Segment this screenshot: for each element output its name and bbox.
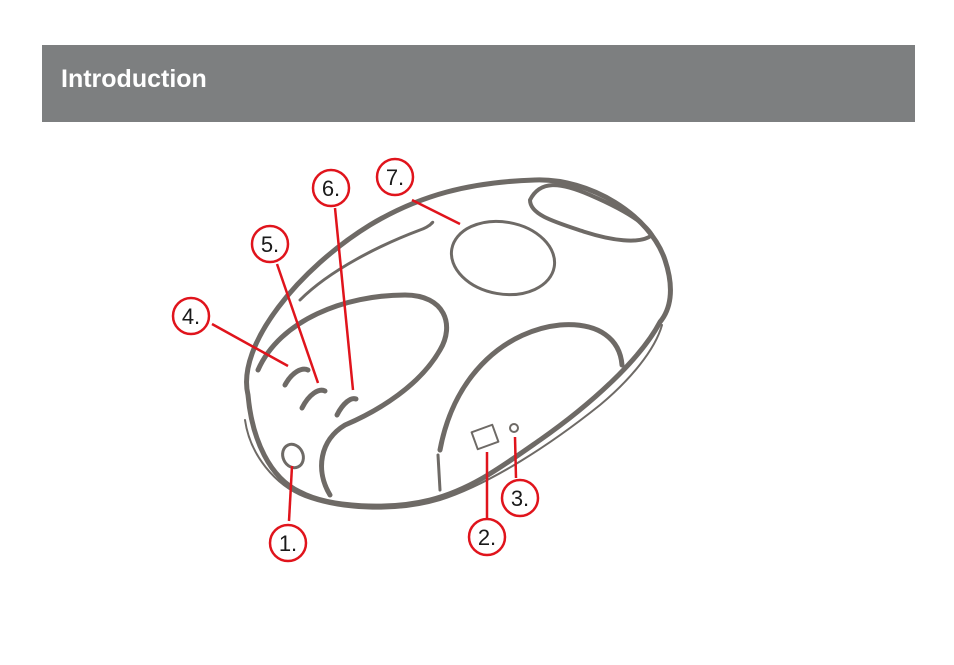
led-slot-2 (302, 390, 325, 408)
callout-4-label: 4. (182, 304, 200, 329)
callout-5-label: 5. (261, 232, 279, 257)
callout-7-label: 7. (386, 165, 404, 190)
device-right-lobe-edge (438, 455, 440, 490)
led-slot-1 (285, 369, 308, 385)
leader-7 (412, 200, 460, 224)
callout-1-label: 1. (279, 531, 297, 556)
device-outer-shell (247, 180, 671, 506)
leader-3 (515, 437, 516, 478)
led-slot-3 (337, 399, 356, 415)
callout-7: 7. (377, 159, 413, 195)
callout-4: 4. (173, 298, 209, 334)
callout-6: 6. (313, 170, 349, 206)
callout-5: 5. (252, 226, 288, 262)
callout-3: 3. (502, 480, 538, 516)
device-right-lobe (440, 325, 622, 450)
side-port (472, 425, 499, 449)
callout-6-label: 6. (322, 176, 340, 201)
callout-2: 2. (469, 519, 505, 555)
side-hole (510, 424, 518, 432)
callout-1: 1. (270, 525, 306, 561)
leader-1 (289, 466, 292, 521)
callout-3-label: 3. (511, 486, 529, 511)
device-oval-window (446, 214, 561, 303)
device-illustration (245, 180, 670, 509)
callout-2-label: 2. (478, 525, 496, 550)
